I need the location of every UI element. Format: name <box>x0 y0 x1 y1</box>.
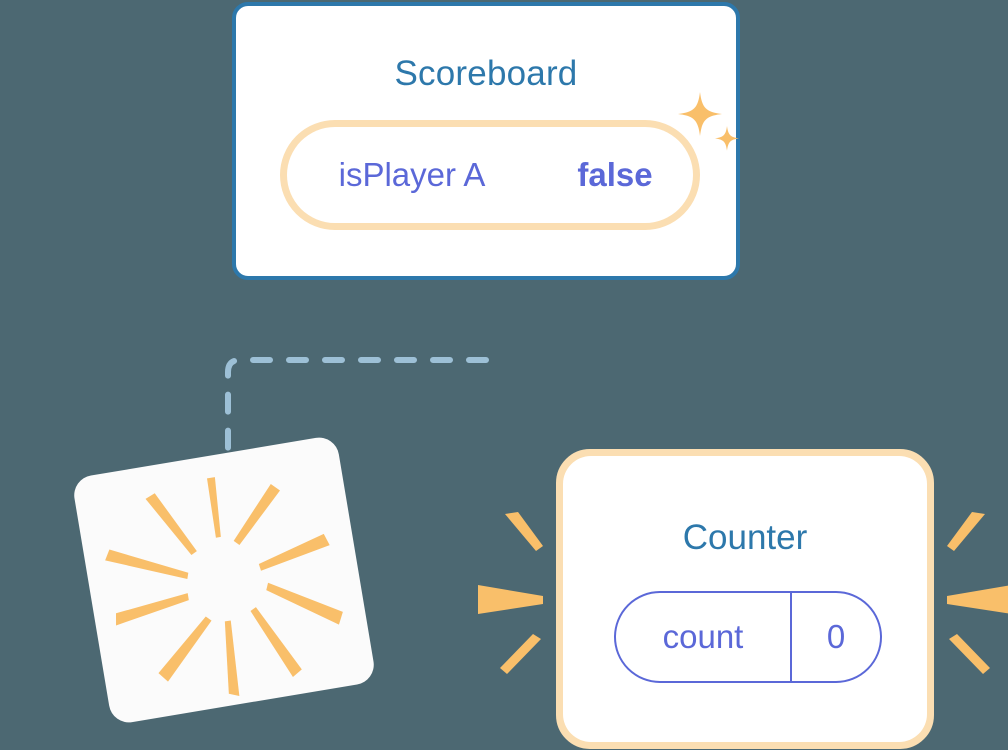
counter-card-halo <box>556 449 934 749</box>
counter-ray-left-bot <box>500 634 541 674</box>
counter-pill-key: count <box>616 593 792 681</box>
counter-ray-right-mid <box>947 585 1008 614</box>
counter-card[interactable]: Counter count 0 <box>556 449 934 749</box>
counter-ray-left-top <box>505 512 543 551</box>
counter-pill-value: 0 <box>826 618 846 655</box>
scoreboard-pill-halo <box>280 120 700 230</box>
scoreboard-pill-key: isPlayer A <box>338 156 486 193</box>
connector-dashed-to-ghost-card <box>225 357 489 471</box>
scoreboard-state-pill[interactable]: isPlayer A false <box>280 120 700 230</box>
scoreboard-card[interactable]: Scoreboard isPlayer A false <box>232 2 740 280</box>
scoreboard-title: Scoreboard <box>394 54 578 93</box>
counter-title: Counter <box>682 518 808 557</box>
scoreboard-pill-value: false <box>577 156 653 193</box>
counter-state-pill[interactable]: count 0 <box>614 591 882 683</box>
counter-ray-left-mid <box>478 585 543 614</box>
counter-ray-right-bot <box>949 634 990 674</box>
counter-ray-right-top <box>947 512 985 551</box>
